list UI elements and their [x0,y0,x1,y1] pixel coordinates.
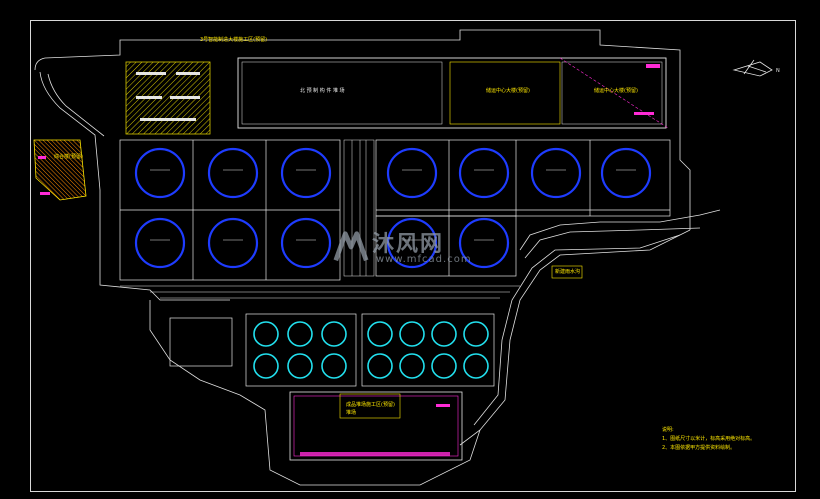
right-label-box [551,265,583,279]
north-arrow: N [732,59,780,77]
label-bottom-zone: 成品堆场施工区(预留) [346,402,395,408]
left-hatched-zone [33,139,87,201]
watermark: 沐风网 www.mfcad.com [332,226,492,272]
drawing-notes: 说明: 1、图纸尺寸以米计，标高采用绝对标高。 2、本图依据甲方提供资料绘制。 [662,426,782,453]
notes-line-1: 1、图纸尺寸以米计，标高采用绝对标高。 [662,436,756,442]
label-hall-sub-1: 储运中心大楼(预留) [486,88,530,94]
main-hall [237,57,669,129]
magenta-markers [38,156,450,407]
watermark-url: www.mfcad.com [376,254,472,265]
tank-field-small [169,313,495,387]
small-tanks [253,321,489,379]
label-right-box: 新建雨水沟 [555,269,581,275]
watermark-logo-icon [333,231,369,262]
label-top-zone: 3号智能制造大楼施工区(预留) [200,37,268,43]
pipe-rack [120,139,520,299]
label-hall-sub-2: 储运中心大楼(预留) [594,88,638,94]
bottom-zone [289,391,463,461]
large-tank-marks [150,169,636,241]
label-bottom-zone-sub: 堆场 [346,410,357,416]
svg-text:N: N [776,68,780,74]
tank-field-large [119,139,671,281]
label-left-zone: 综合楼(预留) [54,154,83,160]
drawing-frame [30,20,796,492]
label-main-hall: 北 预 制 构 件 堆 场 [300,88,345,94]
notes-line-2: 2、本图依据甲方提供资料绘制。 [662,445,736,451]
site-boundary [34,29,721,486]
large-tanks [134,147,652,269]
watermark-title: 沐风网 [372,232,445,257]
notes-title: 说明: [662,427,674,433]
